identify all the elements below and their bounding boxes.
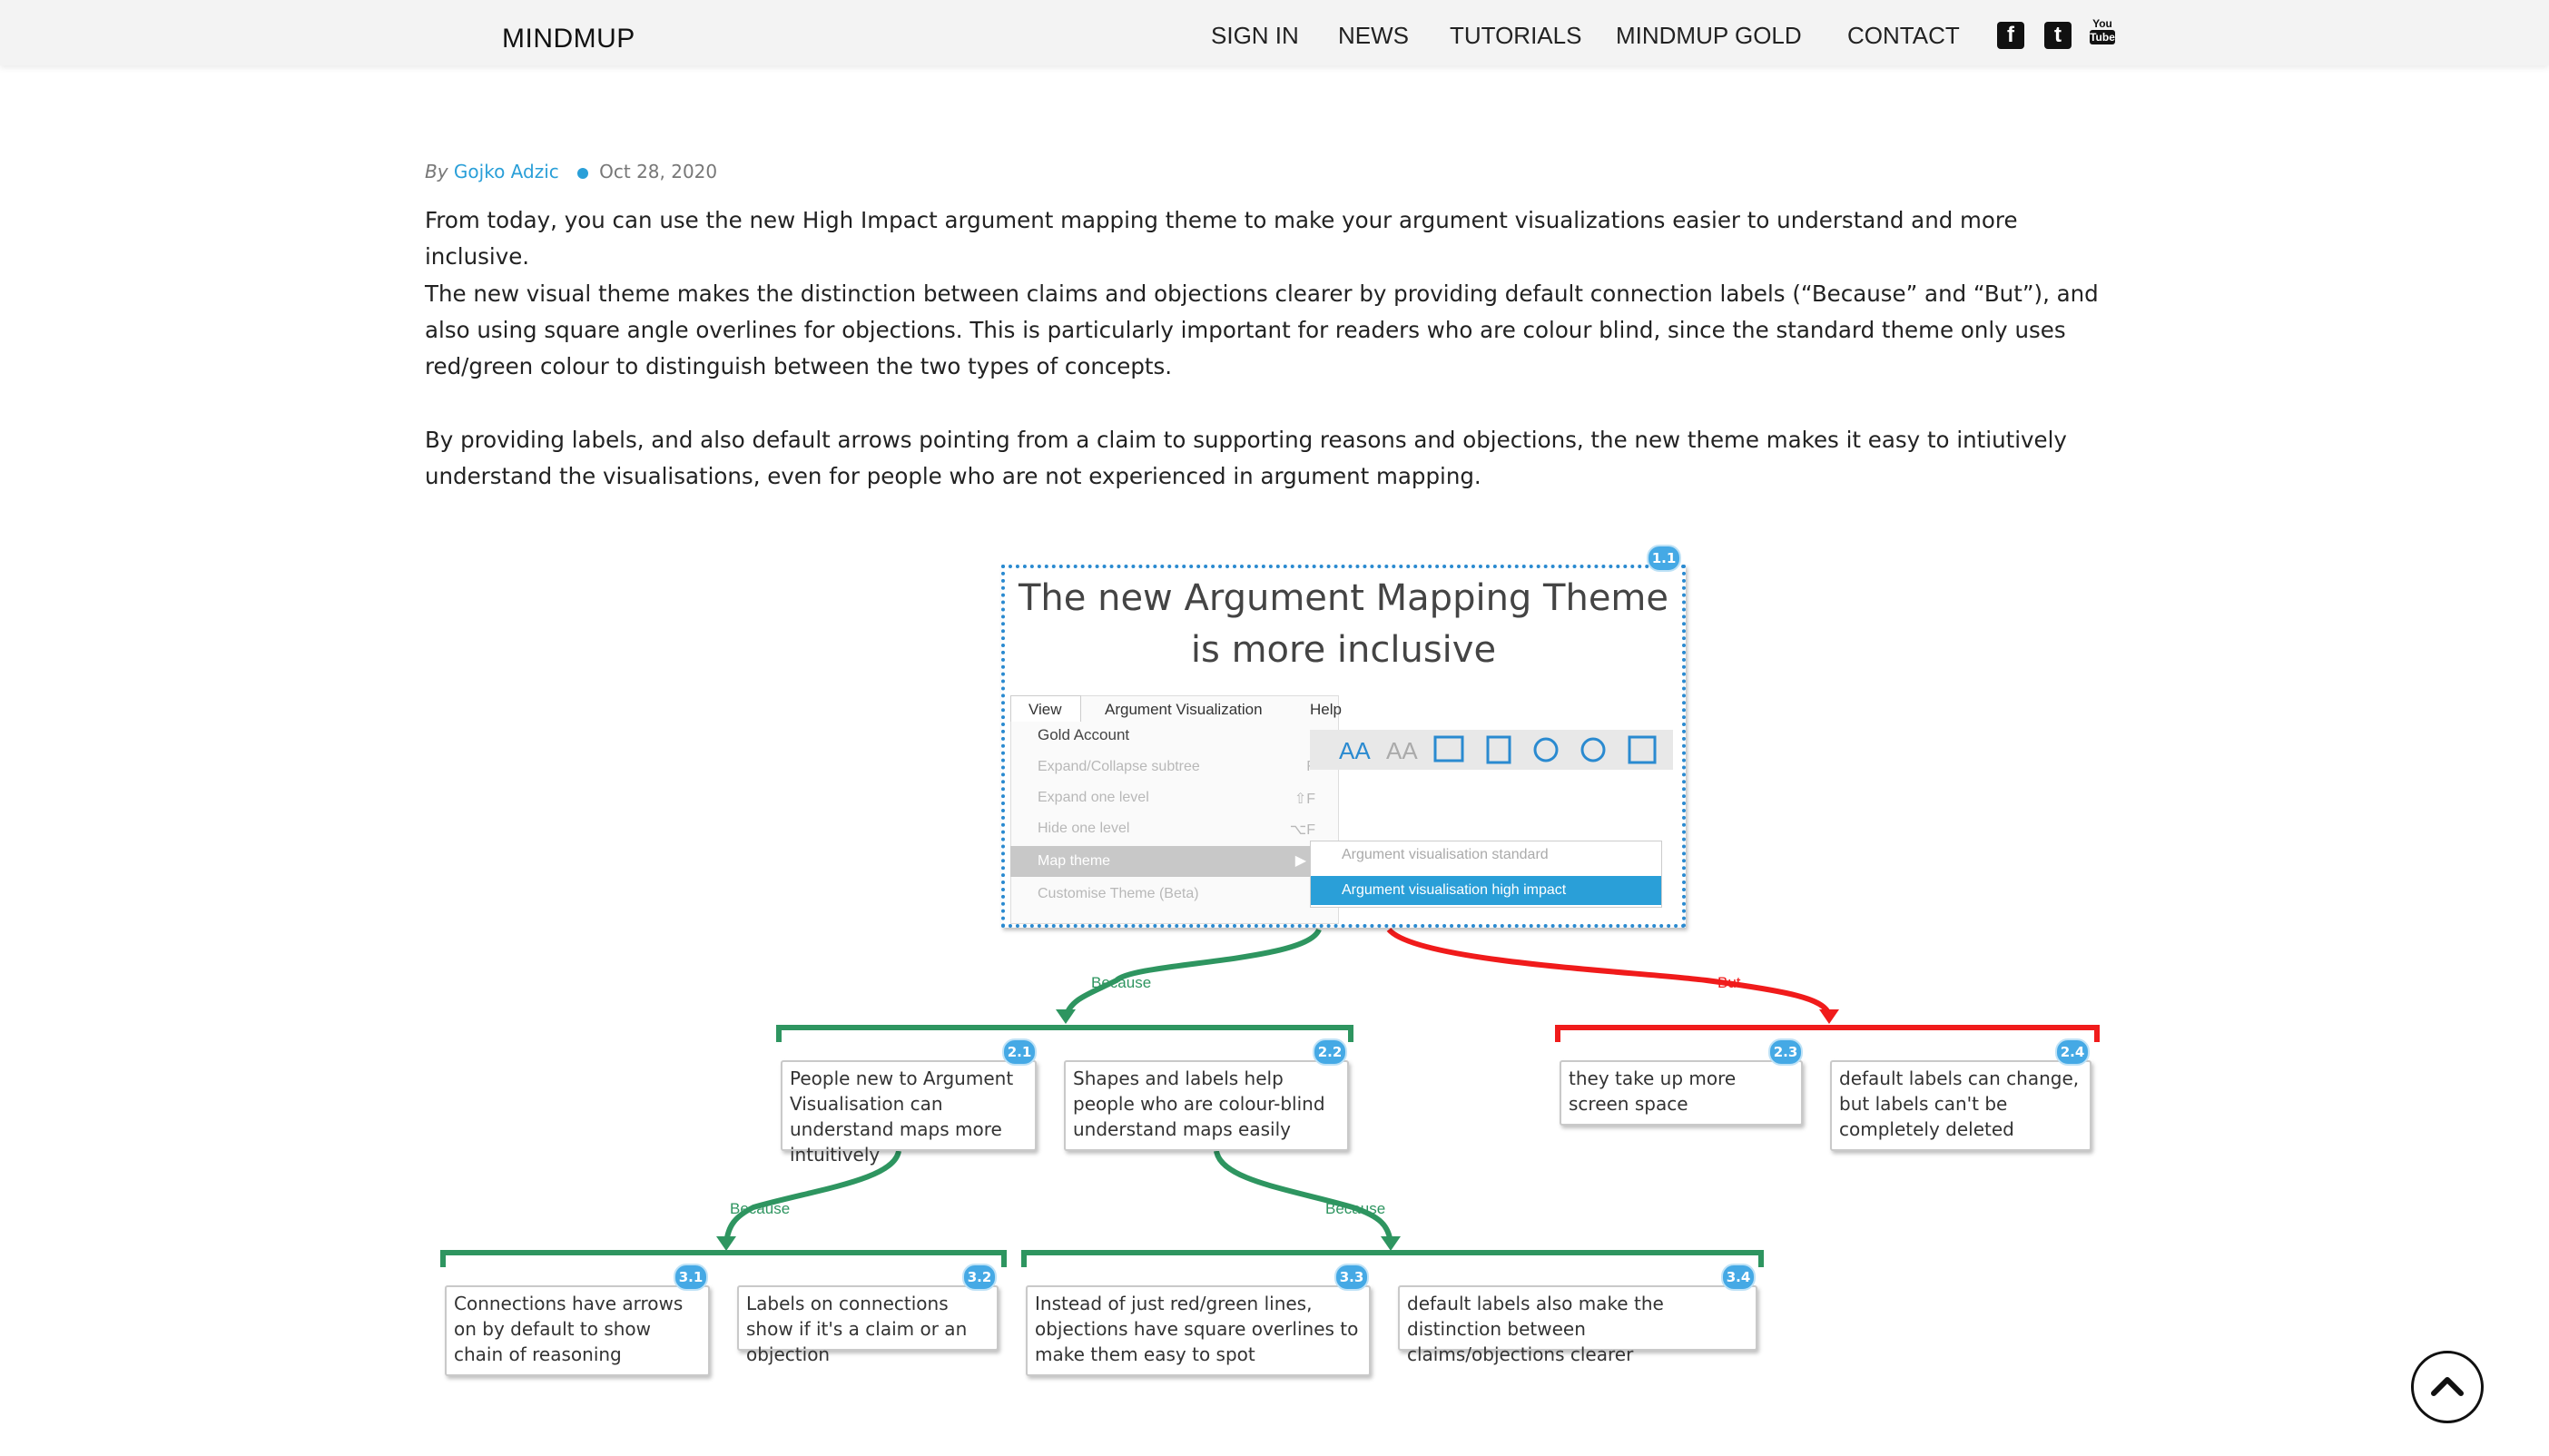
facebook-icon[interactable]: f — [1997, 22, 2024, 49]
node-2-4[interactable]: default labels can change, but labels ca… — [1830, 1060, 2091, 1151]
menu-item-label: Expand one level — [1038, 790, 1149, 805]
node-badge: 1.1 — [1647, 545, 1681, 572]
root-title-line2: is more inclusive — [1190, 629, 1497, 671]
menu-item-map-theme: Map theme ▶ — [1010, 846, 1310, 877]
node-badge: 3.4 — [1721, 1264, 1756, 1291]
node-3-2[interactable]: Labels on connections show if it's a cla… — [737, 1285, 999, 1365]
youtube-icon[interactable]: You Tube — [2090, 18, 2115, 51]
node-badge: 3.2 — [962, 1264, 997, 1291]
dropdown-menu — [1010, 695, 1339, 924]
node-badge: 2.2 — [1313, 1038, 1347, 1066]
node-2-2[interactable]: Shapes and labels help people who are co… — [1064, 1060, 1349, 1151]
paragraph-labels: By providing labels, and also default ar… — [425, 427, 2067, 489]
menu-item-label: Map theme — [1038, 853, 1111, 869]
but-connector-root — [1386, 927, 1832, 1017]
menu-item-shortcut: ▶ — [1294, 853, 1306, 869]
node-badge: 3.1 — [674, 1264, 708, 1291]
svg-text:AA: AA — [1386, 737, 1418, 764]
post-meta: By Gojko Adzic Oct 28, 2020 — [425, 161, 717, 182]
nav-mindmup-gold[interactable]: MINDMUP GOLD — [1616, 22, 1802, 49]
submenu-standard: Argument visualisation standard — [1342, 847, 1549, 862]
menu-item-label: Hide one level — [1038, 821, 1130, 836]
node-2-1[interactable]: People new to Argument Visualisation can… — [781, 1060, 1037, 1166]
because-connector-right — [1214, 1150, 1393, 1244]
paragraph-theme: The new visual theme makes the distincti… — [425, 280, 2099, 379]
menu-item-label: Expand/Collapse subtree — [1038, 759, 1200, 774]
menu-gold-account: Gold Account — [1038, 726, 1130, 743]
node-3-3[interactable]: Instead of just red/green lines, objecti… — [1026, 1285, 1371, 1376]
toolbar-icons: AA AA — [1310, 730, 1673, 770]
nav-sign-in[interactable]: SIGN IN — [1211, 22, 1299, 49]
edge-label-because: Because — [1091, 974, 1152, 991]
theme-submenu: Argument visualisation standard Argument… — [1310, 841, 1662, 908]
because-connector-root — [1063, 928, 1322, 1018]
edge-label-because: Because — [1325, 1200, 1386, 1217]
root-claim-node[interactable]: The new Argument Mapping Theme is more i… — [1001, 565, 1686, 928]
menu-argument-visualization: Argument Visualization — [1105, 701, 1263, 718]
submenu-high-impact: Argument visualisation high impact — [1311, 876, 1661, 905]
twitter-icon[interactable]: t — [2044, 22, 2072, 49]
menu-item-hide-level: Hide one level ⌥F — [1021, 821, 1321, 838]
node-3-1[interactable]: Connections have arrows on by default to… — [445, 1285, 710, 1376]
node-badge: 2.1 — [1002, 1038, 1037, 1066]
top-navbar: MINDMUP SIGN IN NEWS TUTORIALS MINDMUP G… — [0, 0, 2549, 65]
nav-tutorials[interactable]: TUTORIALS — [1450, 22, 1582, 49]
menu-item-shortcut: ⌥F — [1289, 822, 1315, 838]
because-arrow-left — [716, 1236, 736, 1251]
root-title-line1: The new Argument Mapping Theme — [1018, 577, 1668, 619]
menu-item-label: Customise Theme (Beta) — [1038, 886, 1199, 901]
claims-overline — [776, 1025, 1353, 1042]
edge-label-but: But — [1717, 974, 1741, 991]
author-link[interactable]: Gojko Adzic — [453, 161, 559, 182]
edge-label-because: Because — [730, 1200, 791, 1217]
because-arrow-right — [1381, 1236, 1401, 1251]
chevron-up-icon — [2431, 1377, 2464, 1396]
level3-right-overline — [1021, 1250, 1764, 1267]
view-menu-tab — [1010, 695, 1081, 722]
scroll-to-top-button[interactable] — [2411, 1351, 2484, 1423]
menu-item-expand-collapse: Expand/Collapse subtreeF — [1021, 759, 1321, 775]
because-connector-left — [723, 1150, 901, 1244]
meta-dot — [577, 167, 589, 179]
because-arrow-root — [1056, 1009, 1076, 1024]
menu-item-customise-theme: Customise Theme (Beta) — [1021, 886, 1321, 902]
svg-text:AA: AA — [1339, 737, 1371, 764]
youtube-icon-top: You — [2092, 17, 2112, 30]
objections-overline — [1555, 1025, 2100, 1042]
by-label: By — [425, 161, 448, 182]
but-arrow-root — [1819, 1009, 1839, 1024]
node-2-3[interactable]: they take up more screen space — [1560, 1060, 1803, 1126]
node-badge: 2.4 — [2055, 1038, 2090, 1066]
embedded-menu-screenshot: View Argument Visualization Help Gold Ac… — [1010, 695, 1673, 924]
post-date: Oct 28, 2020 — [599, 161, 718, 182]
menu-view: View — [1028, 701, 1062, 718]
node-badge: 2.3 — [1768, 1038, 1803, 1066]
menu-help: Help — [1310, 701, 1342, 718]
brand-logo[interactable]: MINDMUP — [502, 24, 635, 54]
paragraph-intro: From today, you can use the new High Imp… — [425, 207, 2018, 270]
youtube-icon-bottom: Tube — [2090, 30, 2115, 44]
level3-left-overline — [440, 1250, 1007, 1267]
node-badge: 3.3 — [1334, 1264, 1369, 1291]
nav-news[interactable]: NEWS — [1338, 22, 1409, 49]
nav-contact[interactable]: CONTACT — [1847, 22, 1960, 49]
menu-item-shortcut: ⇧F — [1294, 792, 1315, 807]
menu-item-expand-level: Expand one level ⇧F — [1021, 790, 1321, 807]
node-3-4[interactable]: default labels also make the distinction… — [1398, 1285, 1757, 1365]
